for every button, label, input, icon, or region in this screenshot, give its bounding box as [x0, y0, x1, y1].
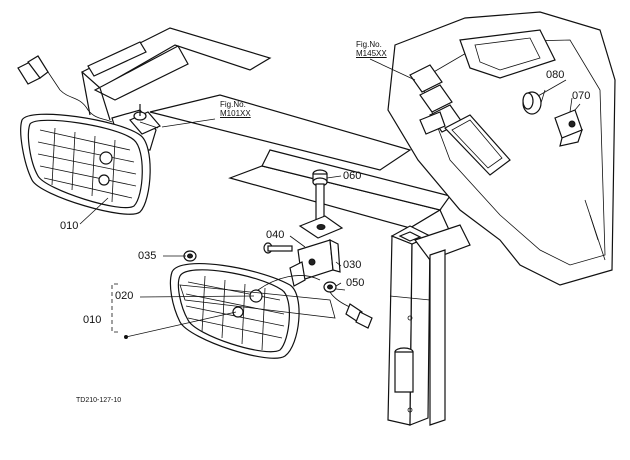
- figure-ref-m145: Fig.No. M145XX: [356, 40, 387, 58]
- callout-040: 040: [266, 229, 285, 241]
- figure-ref-m101: Fig.No. M101XX: [220, 100, 251, 118]
- figure-ref-m145-prefix: Fig.No.: [356, 40, 382, 49]
- part-040-bolt: [263, 242, 293, 254]
- callout-060: 060: [343, 170, 362, 182]
- callout-020: 020: [115, 290, 134, 302]
- figure-ref-m101-number: M101XX: [220, 109, 251, 118]
- part-050-nut: [323, 281, 337, 293]
- part-030-bracket: [289, 238, 341, 287]
- figure-ref-m101-prefix: Fig.No.: [220, 100, 246, 109]
- callout-035: 035: [138, 250, 157, 262]
- callout-080: 080: [546, 69, 565, 81]
- work-light-upper: [17, 55, 161, 215]
- leader-lines: [79, 58, 573, 338]
- callout-010-lower: 010: [83, 314, 102, 326]
- lower-harness: [257, 275, 373, 329]
- callout-030: 030: [343, 259, 362, 271]
- group-bracket: [111, 283, 128, 339]
- bracket-plate: [298, 215, 344, 239]
- part-080-knob: [522, 89, 546, 115]
- figure-ref-m145-number: M145XX: [356, 49, 387, 58]
- drawing-id: TD210-127-10: [76, 397, 122, 404]
- callout-070: 070: [572, 90, 591, 102]
- callout-010-upper: 010: [60, 220, 79, 232]
- frame: [80, 27, 471, 426]
- part-060-bolt: [312, 169, 328, 221]
- part-070-switch: [554, 103, 583, 147]
- dashboard: [387, 11, 616, 286]
- callout-050: 050: [346, 277, 365, 289]
- work-light-lower: [169, 262, 336, 359]
